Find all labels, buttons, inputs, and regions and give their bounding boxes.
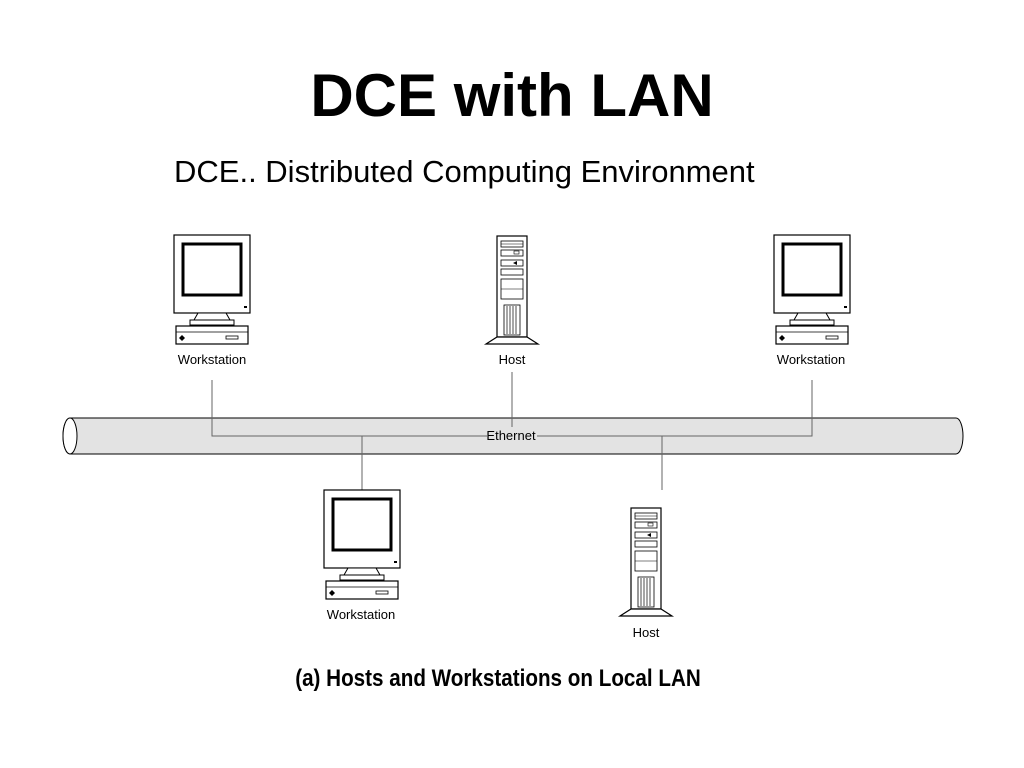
ethernet-label-background bbox=[487, 427, 537, 443]
slide-subtitle: DCE.. Distributed Computing Environment bbox=[174, 154, 755, 189]
ethernet-label: Ethernet bbox=[486, 428, 536, 443]
workstation-top-right-label: Workstation bbox=[777, 352, 845, 367]
workstation-bottom-label: Workstation bbox=[327, 607, 395, 622]
workstation-bottom bbox=[322, 488, 402, 601]
host-top bbox=[485, 235, 539, 345]
workstation-icon bbox=[322, 488, 402, 601]
workstation-top-left-label: Workstation bbox=[178, 352, 246, 367]
workstation-top-right bbox=[772, 233, 852, 346]
server-tower-icon bbox=[619, 507, 673, 617]
workstation-icon bbox=[772, 233, 852, 346]
host-top-label: Host bbox=[499, 352, 526, 367]
figure-caption: (a) Hosts and Workstations on Local LAN bbox=[295, 665, 701, 692]
server-tower-icon bbox=[485, 235, 539, 345]
workstation-icon bbox=[172, 233, 252, 346]
workstation-top-left bbox=[172, 233, 252, 346]
slide-title: DCE with LAN bbox=[310, 62, 714, 129]
host-bottom-label: Host bbox=[633, 625, 660, 640]
host-bottom bbox=[619, 507, 673, 617]
